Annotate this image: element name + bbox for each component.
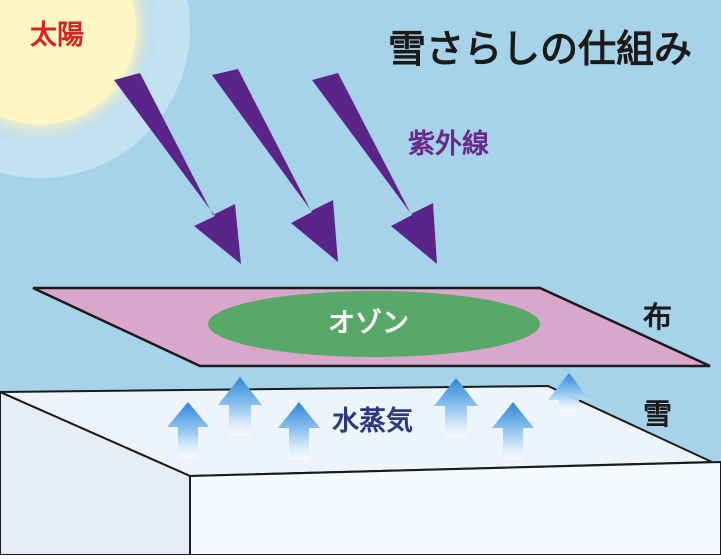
vapor-arrow-icon bbox=[218, 377, 262, 436]
uv-arrow-icon bbox=[114, 73, 241, 264]
vapor-arrow-icon bbox=[434, 378, 478, 438]
vapor-arrow-icon bbox=[278, 402, 320, 460]
uv-arrow-icon bbox=[312, 73, 437, 264]
diagram-title: 雪さらしの仕組み bbox=[388, 27, 693, 71]
uv-arrows bbox=[114, 69, 437, 264]
vapor-arrow-icon bbox=[167, 402, 209, 458]
sun-label: 太陽 bbox=[30, 20, 84, 51]
vapor-arrow-icon bbox=[548, 373, 590, 412]
cloth-label: 布 bbox=[643, 300, 673, 334]
ozone-region bbox=[208, 291, 540, 357]
uv-label: 紫外線 bbox=[408, 129, 489, 160]
vapor-label: 水蒸気 bbox=[332, 406, 413, 437]
vapor-arrow-icon bbox=[492, 402, 534, 460]
ozone-label: オゾン bbox=[328, 308, 409, 339]
snow-label: 雪 bbox=[643, 397, 673, 431]
uv-arrow-icon bbox=[212, 69, 338, 262]
vapor-arrows bbox=[167, 373, 590, 460]
sun-icon bbox=[0, 0, 190, 178]
